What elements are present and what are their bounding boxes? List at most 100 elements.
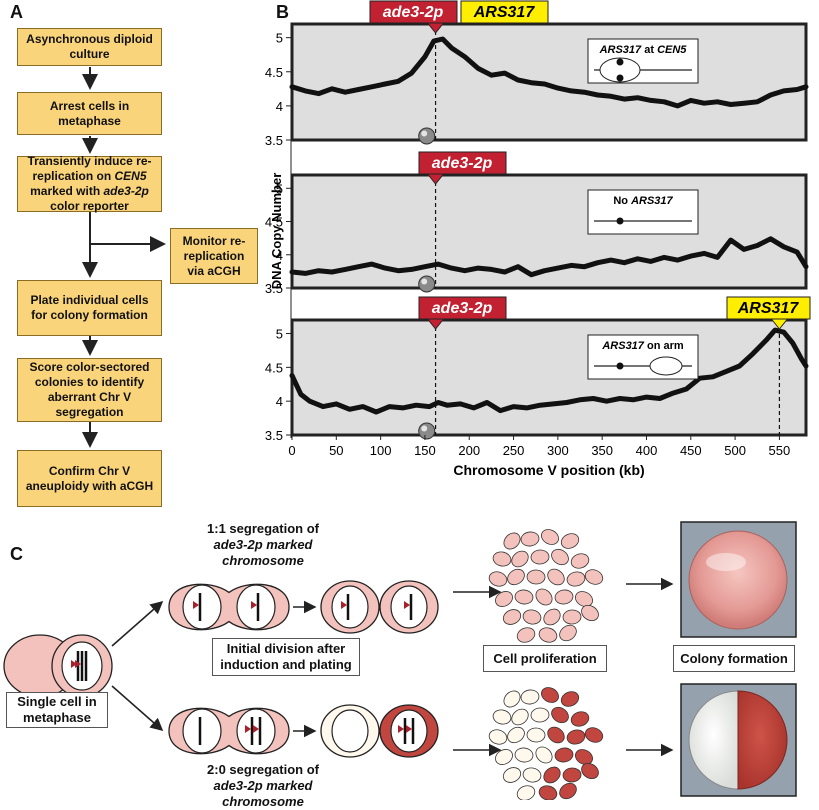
x-tick-label: 0 — [288, 443, 295, 458]
x-tick-label: 350 — [591, 443, 613, 458]
proliferating-cell — [559, 782, 577, 800]
proliferating-cell — [566, 571, 586, 587]
flow-step-text: Asynchronous diploid culture — [26, 32, 153, 61]
copy-number-line — [289, 327, 809, 415]
proliferating-cell — [581, 762, 599, 780]
proliferating-cell — [516, 627, 536, 643]
nucleus — [182, 584, 222, 630]
proliferating-cell — [541, 687, 559, 703]
copy-number-line — [289, 236, 809, 278]
proliferating-cell — [514, 747, 534, 763]
ade3-marker — [406, 725, 412, 733]
ade3-flag-label: ade3-2p — [383, 4, 444, 21]
proliferating-cell — [575, 749, 593, 765]
nucleus — [390, 585, 428, 629]
branch-arrow-bottom — [111, 685, 164, 732]
proliferating-cell — [502, 767, 522, 783]
proliferating-cell — [492, 709, 512, 725]
proliferating-cell — [562, 609, 582, 625]
y-tick-label: 4.5 — [265, 215, 283, 230]
proliferating-cell — [543, 608, 561, 626]
proliferating-cell — [535, 746, 553, 764]
ars317-flag-label: ARS317 — [737, 300, 800, 317]
proliferating-cell — [551, 706, 569, 724]
bottom-title-line2: ade3-2p marked chromosome — [213, 778, 313, 809]
centromere-sphere — [418, 422, 436, 440]
centromere-highlight — [421, 425, 428, 432]
flow-step-text: Monitor re-replication via aCGH — [182, 233, 246, 278]
nucleus — [236, 584, 276, 630]
y-tick-label: 5 — [276, 327, 283, 342]
top-title-line1: 1:1 segregation of — [207, 521, 319, 536]
ade3-marker — [341, 601, 347, 609]
y-tick-label: 4 — [276, 99, 283, 114]
proliferating-cell — [560, 691, 580, 707]
centromere-sphere — [418, 127, 436, 145]
inset-label-part: ARS317 — [599, 44, 642, 56]
x-axis-label: Chromosome V position (kb) — [453, 462, 644, 478]
flow-step-text: Transiently induce re-replication on CEN… — [27, 154, 152, 213]
bottom-title-line1: 2:0 segregation of — [207, 762, 319, 777]
ade3-marker — [71, 660, 77, 668]
cell-proliferation-label: Cell proliferation — [483, 645, 607, 672]
x-tick-label: 500 — [724, 443, 746, 458]
proliferating-cell — [507, 726, 525, 744]
inset-centromere-dot — [616, 58, 624, 66]
proliferating-cell — [495, 749, 513, 765]
flow-step-text: Confirm Chr V aneuploidy with aCGH — [25, 463, 154, 493]
ade3-flag — [369, 0, 458, 24]
inset-origin-bubble — [649, 356, 683, 376]
proliferating-cell — [543, 766, 561, 784]
inset-centromere-dot — [616, 362, 624, 370]
proliferating-cell — [511, 708, 529, 726]
proliferating-cell — [507, 568, 525, 586]
x-tick-label: 200 — [458, 443, 480, 458]
segregation-cartoon — [3, 521, 797, 800]
proliferating-cell — [581, 604, 599, 622]
ars317-flag-label: ARS317 — [473, 4, 536, 21]
proliferating-cell — [522, 609, 542, 625]
panel-label-a: A — [10, 2, 23, 22]
inset-centromere-dot — [616, 217, 624, 225]
x-tick-label: 150 — [414, 443, 436, 458]
y-tick-label: 4.5 — [265, 65, 283, 80]
proliferating-cell — [560, 533, 580, 549]
proliferating-cell — [575, 591, 593, 607]
inset-box — [587, 334, 699, 380]
inset-label-part: on arm — [644, 340, 684, 352]
inset-label: ARS317 on arm — [601, 340, 684, 352]
inset-label-part: ARS317 — [601, 340, 644, 352]
flow-step-2: Arrest cells in metaphase — [17, 92, 162, 135]
flag-pointer — [770, 318, 789, 330]
ade3-flag — [418, 296, 507, 320]
plot-frame — [290, 22, 808, 142]
nucleus — [331, 709, 369, 753]
x-tick-label: 300 — [547, 443, 569, 458]
branch-arrow-top — [111, 600, 164, 647]
ade3-flag-label: ade3-2p — [432, 300, 493, 317]
proliferating-cell — [502, 609, 522, 625]
ade3-marker — [245, 725, 251, 733]
inset-label: No ARS317 — [613, 195, 673, 207]
proliferating-cell — [516, 785, 536, 800]
flow-step-5: Score color-sectored colonies to identif… — [17, 358, 162, 422]
flow-step-text: Plate individual cells for colony format… — [30, 293, 149, 322]
flag-pointer — [426, 173, 445, 185]
flag-pointer — [426, 22, 445, 34]
proliferating-cell — [562, 767, 582, 783]
proliferating-cell — [488, 571, 508, 587]
inset-label-part: at — [641, 44, 657, 56]
y-tick-label: 3.5 — [265, 133, 283, 148]
proliferating-cell — [488, 729, 508, 745]
initial-division-label: Initial division after induction and pla… — [212, 638, 360, 676]
single-cell-label: Single cell in metaphase — [6, 692, 108, 728]
ars317-flag — [726, 296, 811, 320]
x-tick-label: 550 — [769, 443, 791, 458]
proliferating-cell — [538, 627, 558, 643]
centromere-highlight — [421, 278, 428, 285]
ade3-marker — [398, 725, 404, 733]
panel-label-b: B — [276, 2, 289, 22]
proliferating-cell — [514, 589, 534, 605]
pink-colony — [688, 530, 788, 630]
proliferating-cell — [503, 532, 521, 550]
